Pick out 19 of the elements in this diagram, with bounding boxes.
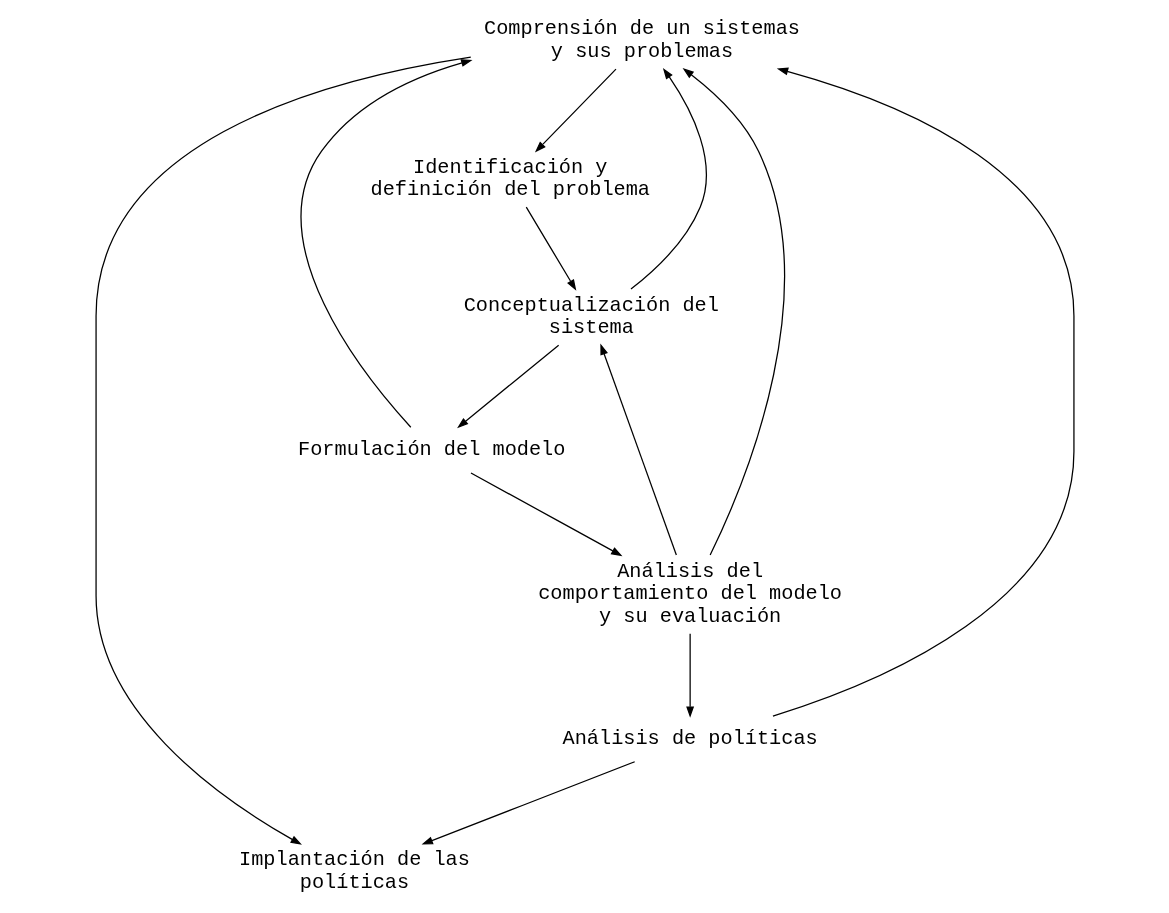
- arrow: [94, 56, 471, 845]
- arrow: [771, 67, 1075, 717]
- arrow: [469, 472, 622, 557]
- node-text: Análisis de políticas: [562, 726, 818, 750]
- arrow: [685, 633, 694, 718]
- node-text: Implantación de las políticas: [238, 848, 470, 895]
- arrow: [534, 68, 617, 153]
- arrow: [682, 68, 785, 556]
- node-text: Análisis del comportamiento del modelo y su evaluación: [537, 559, 842, 629]
- arrow: [525, 206, 576, 291]
- arrow: [421, 761, 635, 845]
- arrow: [599, 343, 677, 556]
- node-text: Formulación del modelo: [297, 437, 565, 461]
- node-text: Comprensión de un sistemas y sus problemas: [483, 17, 800, 64]
- arrow: [300, 59, 473, 428]
- node-text: Identificación y definición del problema: [370, 155, 650, 202]
- node-text: Conceptualización del sistema: [463, 293, 719, 340]
- arrow: [456, 344, 559, 429]
- arrow: [629, 67, 707, 290]
